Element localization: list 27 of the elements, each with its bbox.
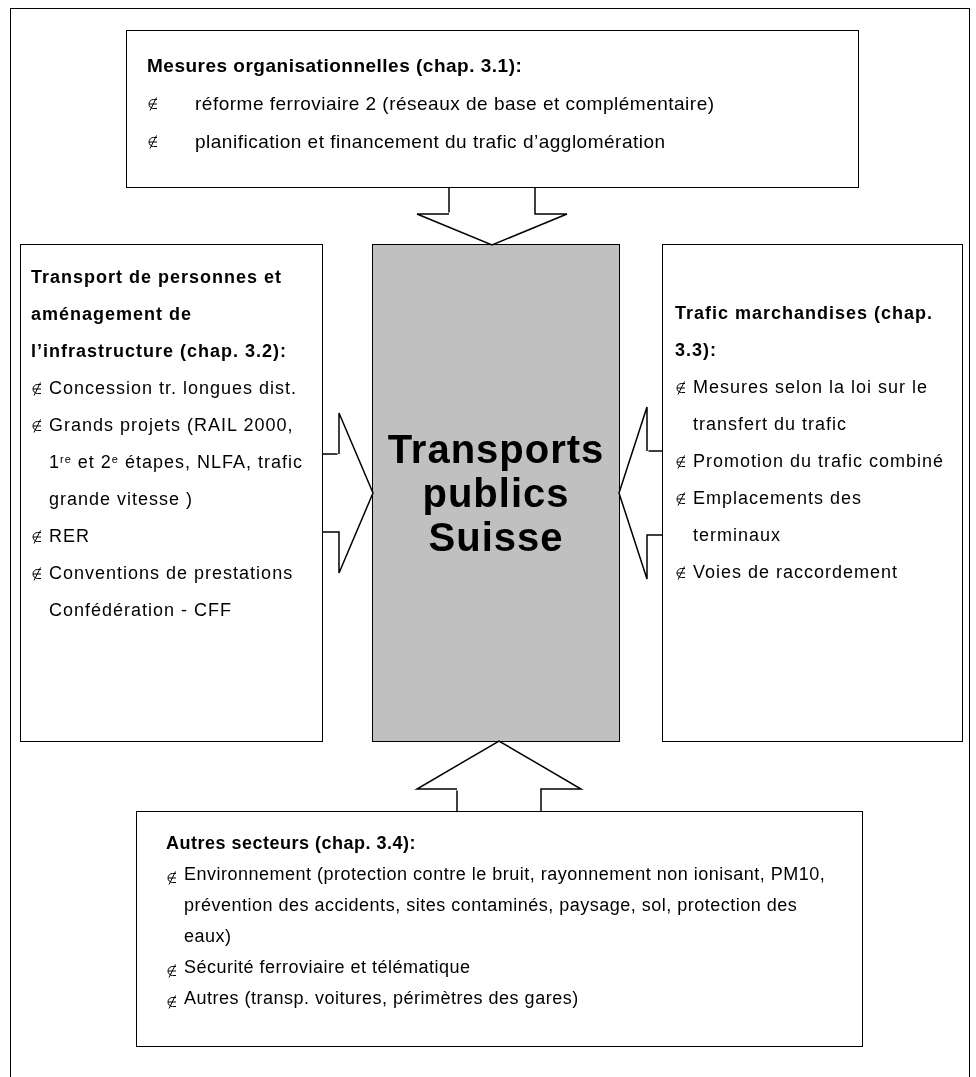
box-heading: Mesures organisationnelles (chap. 3.1): [147, 54, 524, 78]
center-box [372, 244, 620, 742]
block-arrow [415, 740, 583, 813]
bullet-text: Concession tr. longues dist. [49, 377, 298, 400]
bullet-text: Voies de raccordement [693, 561, 899, 584]
bullet-text: RER [49, 525, 90, 548]
text-box [126, 30, 859, 188]
block-arrow [618, 405, 664, 581]
box-heading: Transport de personnes et aménagement de l’infrastructure (chap. 3.2): [31, 266, 289, 363]
bullet-text: Sécurité ferroviaire et télématique [184, 956, 471, 979]
bullet-text: Environnement (protection contre le bruit, rayonnement non ionisant, PM10, prévention des accidents, sites contaminés, paysage, sol, protection des eaux) [184, 863, 827, 948]
bullet-text: Autres (transp. voitures, périmètres des gares) [184, 987, 579, 1010]
text-box [20, 244, 323, 742]
center-title: Transports publics Suisse [386, 427, 606, 559]
box-heading: Autres secteurs (chap. 3.4): [166, 832, 418, 855]
bullet-text: Emplacements des terminaux [693, 487, 864, 547]
bullet-text: Promotion du trafic combiné [693, 450, 945, 473]
block-arrow [321, 411, 374, 575]
bullet-text: Conventions de prestations Confédération - CFF [49, 562, 295, 622]
text-box [136, 811, 863, 1047]
bullet-text: Grands projets (RAIL 2000, 1$^{re}$ et 2$^{e}$ étapes, NLFA, trafic grande vitesse ) [49, 414, 305, 511]
box-heading: Trafic marchandises (chap. 3.3): [675, 302, 935, 362]
bullet-text: réforme ferroviaire 2 (réseaux de base et complémentaire) [195, 92, 715, 116]
block-arrow [415, 186, 569, 246]
bullet-text: planification et financement du trafic d’agglomération [195, 130, 666, 154]
bullet-text: Mesures selon la loi sur le transfert du trafic [693, 376, 930, 436]
text-box [662, 244, 963, 742]
